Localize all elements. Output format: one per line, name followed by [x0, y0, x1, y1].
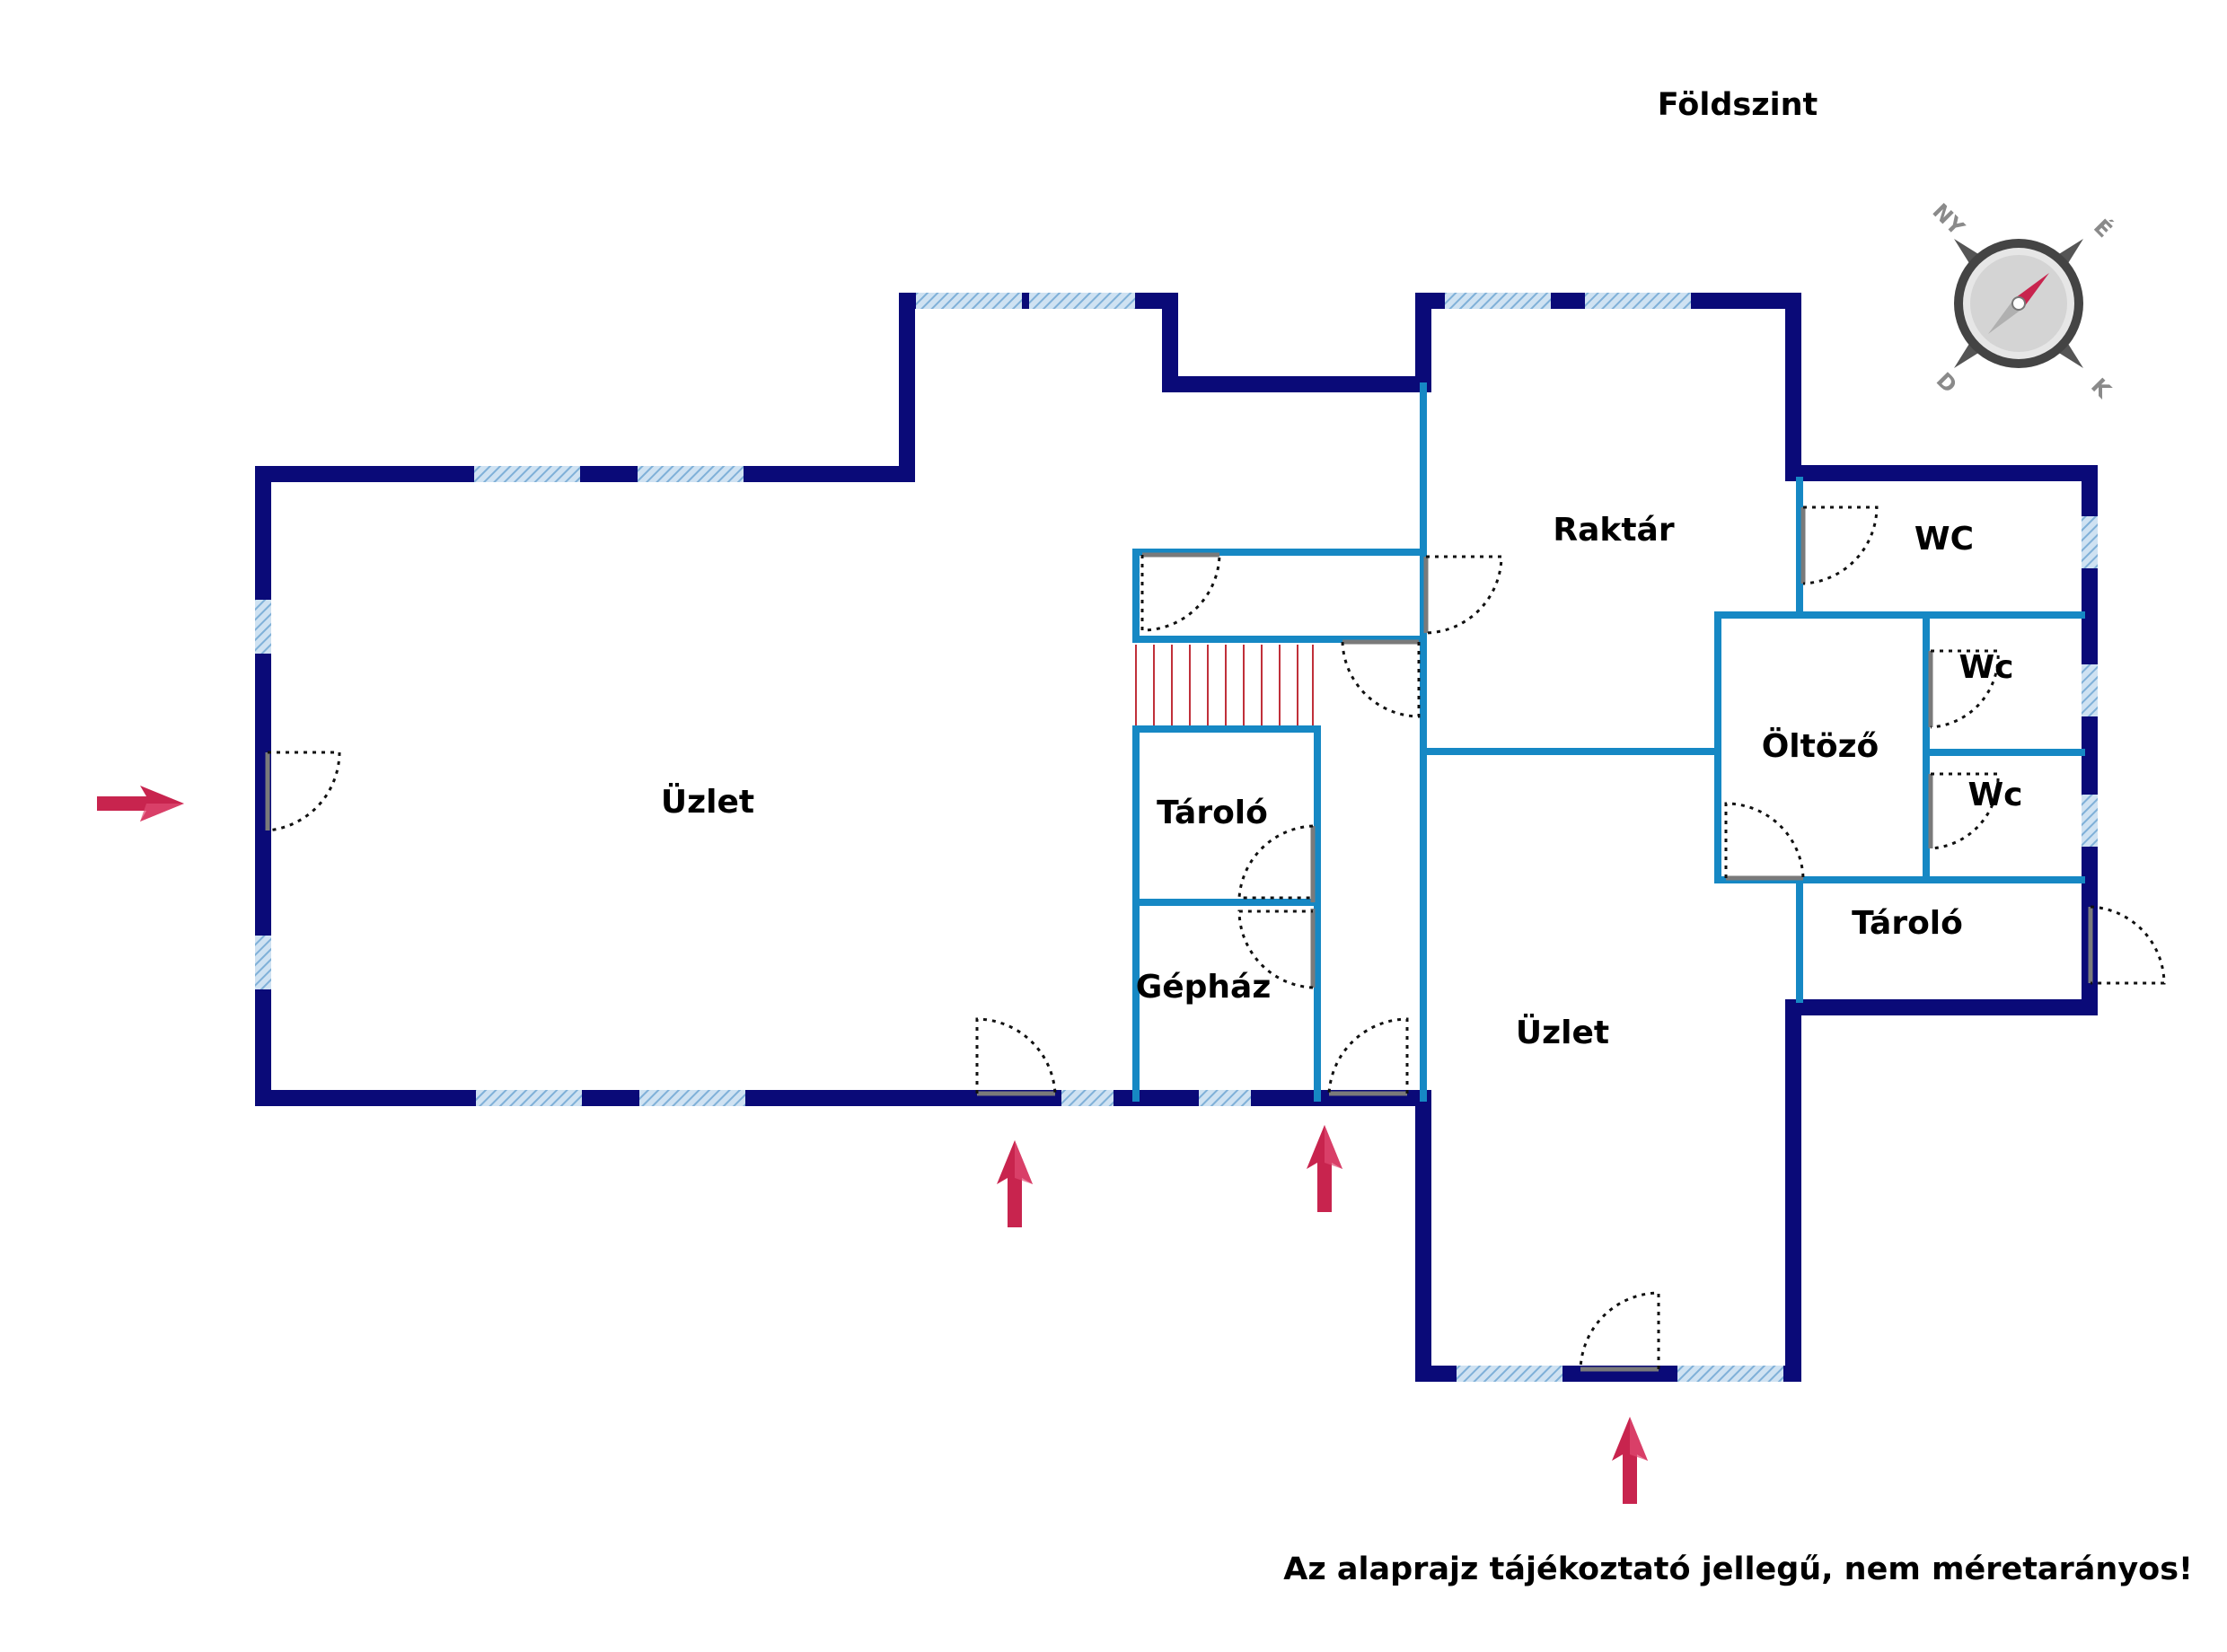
doors: [265, 505, 2166, 1372]
window-icon: [2082, 795, 2098, 847]
door-icon: [1800, 505, 1879, 585]
plan-title: Földszint: [1658, 87, 1818, 123]
door-icon: [265, 751, 341, 832]
exterior-wall-top-bump: [899, 293, 2098, 1382]
room-label-tarolo-left: Tároló: [1157, 795, 1268, 831]
door-icon: [1423, 555, 1503, 635]
window-icon: [2082, 516, 2098, 568]
entrance-arrow-icon: [997, 1140, 1033, 1227]
compass-letter-s: D: [1932, 367, 1962, 398]
window-icon: [638, 466, 744, 482]
door-icon: [1928, 649, 2000, 729]
window-icon: [255, 936, 271, 989]
window-icon: [1029, 293, 1135, 309]
door-icon: [1579, 1291, 1660, 1372]
door-icon: [1237, 824, 1316, 902]
room-label-wc-top: WC: [1915, 521, 1974, 558]
window-icon: [474, 466, 580, 482]
window-icon: [476, 1090, 582, 1106]
window-icon: [1585, 293, 1691, 309]
door-icon: [1341, 639, 1421, 718]
room-label-wc-1: Wc: [1959, 649, 2013, 686]
room-label-oltozo: Öltöző: [1762, 727, 1879, 765]
exterior-walls: [255, 293, 2098, 1382]
door-icon: [1140, 552, 1221, 632]
room-label-tarolo-right: Tároló: [1852, 905, 1963, 942]
stairs-icon: [1135, 645, 1314, 725]
window-icon: [1445, 293, 1551, 309]
room-label-uzlet-right: Üzlet: [1516, 1014, 1609, 1051]
entrance-arrow-icon: [97, 786, 184, 822]
window-icon: [1061, 1090, 1114, 1106]
window-icon: [1457, 1366, 1562, 1382]
room-label-wc-2: Wc: [1967, 777, 2022, 813]
door-icon: [975, 1017, 1057, 1096]
door-icon: [1724, 802, 1805, 881]
window-icon: [1199, 1090, 1251, 1106]
compass-letter-e: K: [2086, 373, 2117, 404]
interior-walls: [1132, 382, 2085, 1102]
window-icon: [2082, 664, 2098, 716]
door-icon: [1327, 1017, 1409, 1096]
compass-letter-w: NY: [1928, 198, 1970, 241]
entrance-arrows: [97, 786, 1648, 1504]
compass-icon: NY É D K: [1928, 198, 2118, 404]
room-label-raktar: Raktár: [1553, 512, 1674, 549]
door-icon: [2088, 905, 2166, 985]
room-labels: Üzlet Raktár WC Wc Wc Öltöző Tároló Táro…: [661, 512, 2023, 1051]
window-icon: [1677, 1366, 1783, 1382]
entrance-arrow-icon: [1612, 1417, 1648, 1504]
window-icon: [916, 293, 1022, 309]
compass-letter-n: É: [2089, 214, 2117, 242]
door-icon: [1237, 909, 1316, 989]
room-label-uzlet-left: Üzlet: [661, 783, 754, 821]
disclaimer-note: Az alaprajz tájékoztató jellegű, nem mér…: [1283, 1551, 2193, 1587]
windows: [255, 293, 2098, 1382]
entrance-arrow-icon: [1307, 1125, 1342, 1212]
room-label-gephaz: Gépház: [1136, 969, 1272, 1006]
window-icon: [639, 1090, 745, 1106]
door-icon: [1928, 772, 2000, 850]
window-icon: [255, 600, 271, 654]
